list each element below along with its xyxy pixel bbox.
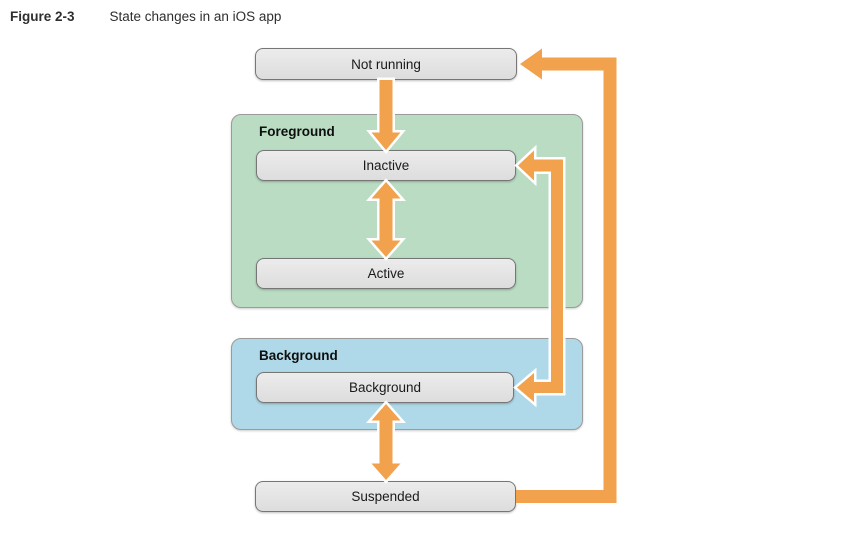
figure-label: Figure 2-3 <box>10 9 75 24</box>
group-foreground-label: Foreground <box>259 124 335 139</box>
state-active: Active <box>256 258 516 289</box>
group-background-label: Background <box>259 348 338 363</box>
state-not-running: Not running <box>255 48 517 80</box>
state-background: Background <box>256 372 514 403</box>
figure-caption: State changes in an iOS app <box>109 9 282 24</box>
state-suspended: Suspended <box>255 481 516 512</box>
state-inactive: Inactive <box>256 150 516 181</box>
figure-title: Figure 2-3 State changes in an iOS app <box>10 9 281 24</box>
